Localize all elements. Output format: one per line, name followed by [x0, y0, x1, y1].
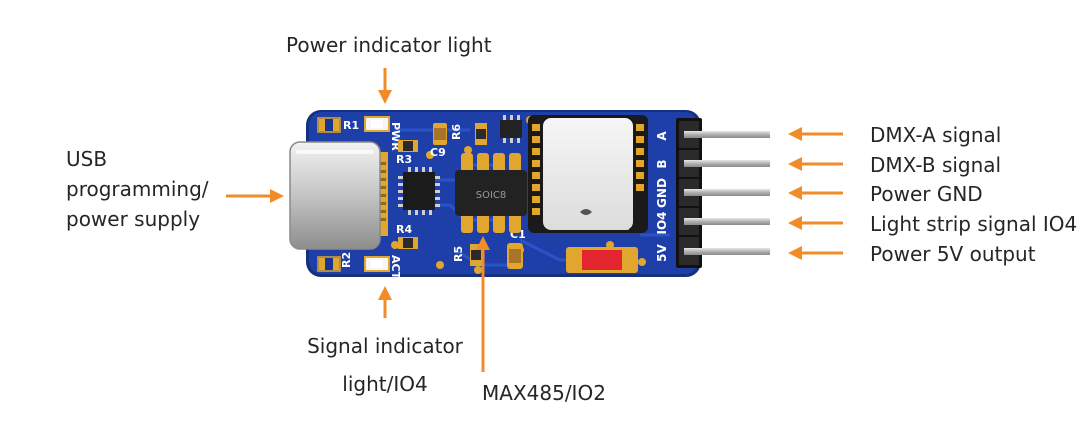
pin-label-b: B: [655, 159, 669, 168]
resistor-r3: [398, 140, 418, 152]
arrow-light-strip: [788, 216, 843, 230]
label-usb-line2: programming/: [66, 177, 209, 201]
header-pin-io4: [684, 218, 770, 225]
label-power-indicator: Power indicator light: [286, 33, 492, 57]
arrow-max485: [476, 236, 490, 372]
label-power-gnd: Power GND: [870, 182, 983, 206]
header-pin-a: [684, 131, 770, 138]
silk-r5: R5: [452, 246, 465, 262]
arrow-power-gnd: [788, 186, 843, 200]
arrow-power-5v: [788, 246, 843, 260]
label-power-5v: Power 5V output: [870, 242, 1036, 266]
header-pin-gnd: [684, 189, 770, 196]
header-pin-b: [684, 160, 770, 167]
esp-module: [528, 115, 648, 233]
capacitor-c1: [507, 243, 523, 269]
label-usb-line1: USB: [66, 147, 108, 171]
max485-chip: SOIC8: [455, 153, 527, 233]
silk-c9: C9: [430, 146, 446, 159]
power-led: [364, 116, 390, 132]
red-fuse: [566, 247, 638, 273]
header-pin-5v: [684, 248, 770, 255]
silk-r6: R6: [450, 124, 463, 140]
chip-label: SOIC8: [476, 190, 507, 201]
pin-label-a: A: [655, 131, 669, 141]
resistor-r1: [317, 117, 341, 133]
arrow-dmx-b: [788, 157, 843, 171]
capacitor-c9: [433, 123, 447, 145]
qfn-chip: [398, 167, 440, 215]
resistor-r4: [398, 237, 418, 249]
pin-labels: A B GND IO4 5V: [655, 131, 669, 262]
label-usb-line3: power supply: [66, 207, 201, 231]
pin-label-io4: IO4: [655, 211, 669, 234]
resistor-r2: [317, 256, 341, 272]
usb-c-connector: [289, 141, 388, 250]
arrow-signal-indicator: [378, 286, 392, 318]
label-dmx-a: DMX-A signal: [870, 123, 1002, 147]
silk-r4: R4: [396, 223, 412, 236]
silk-r1: R1: [343, 119, 359, 132]
small-ic: [500, 115, 522, 143]
label-light-strip: Light strip signal IO4: [870, 212, 1078, 236]
silk-r3: R3: [396, 153, 412, 166]
silkscreen: R1 PWR R6 C9 R3 R4 R5 C1 R2 ACT: [340, 119, 526, 280]
silk-r2: R2: [340, 252, 353, 268]
label-signal-line2: light/IO4: [342, 372, 428, 396]
resistor-r6: [475, 123, 487, 145]
label-dmx-b: DMX-B signal: [870, 153, 1002, 177]
signal-led: [364, 256, 390, 272]
arrow-usb: [226, 189, 284, 203]
silk-act: ACT: [389, 255, 402, 280]
label-max485: MAX485/IO2: [482, 381, 606, 405]
arrow-dmx-a: [788, 127, 843, 141]
pin-label-gnd: GND: [655, 178, 669, 208]
pin-header: [676, 118, 770, 268]
label-signal-line1: Signal indicator: [307, 334, 463, 358]
arrows: [226, 68, 843, 372]
arrow-power-indicator: [378, 68, 392, 104]
pin-label-5v: 5V: [655, 243, 669, 261]
